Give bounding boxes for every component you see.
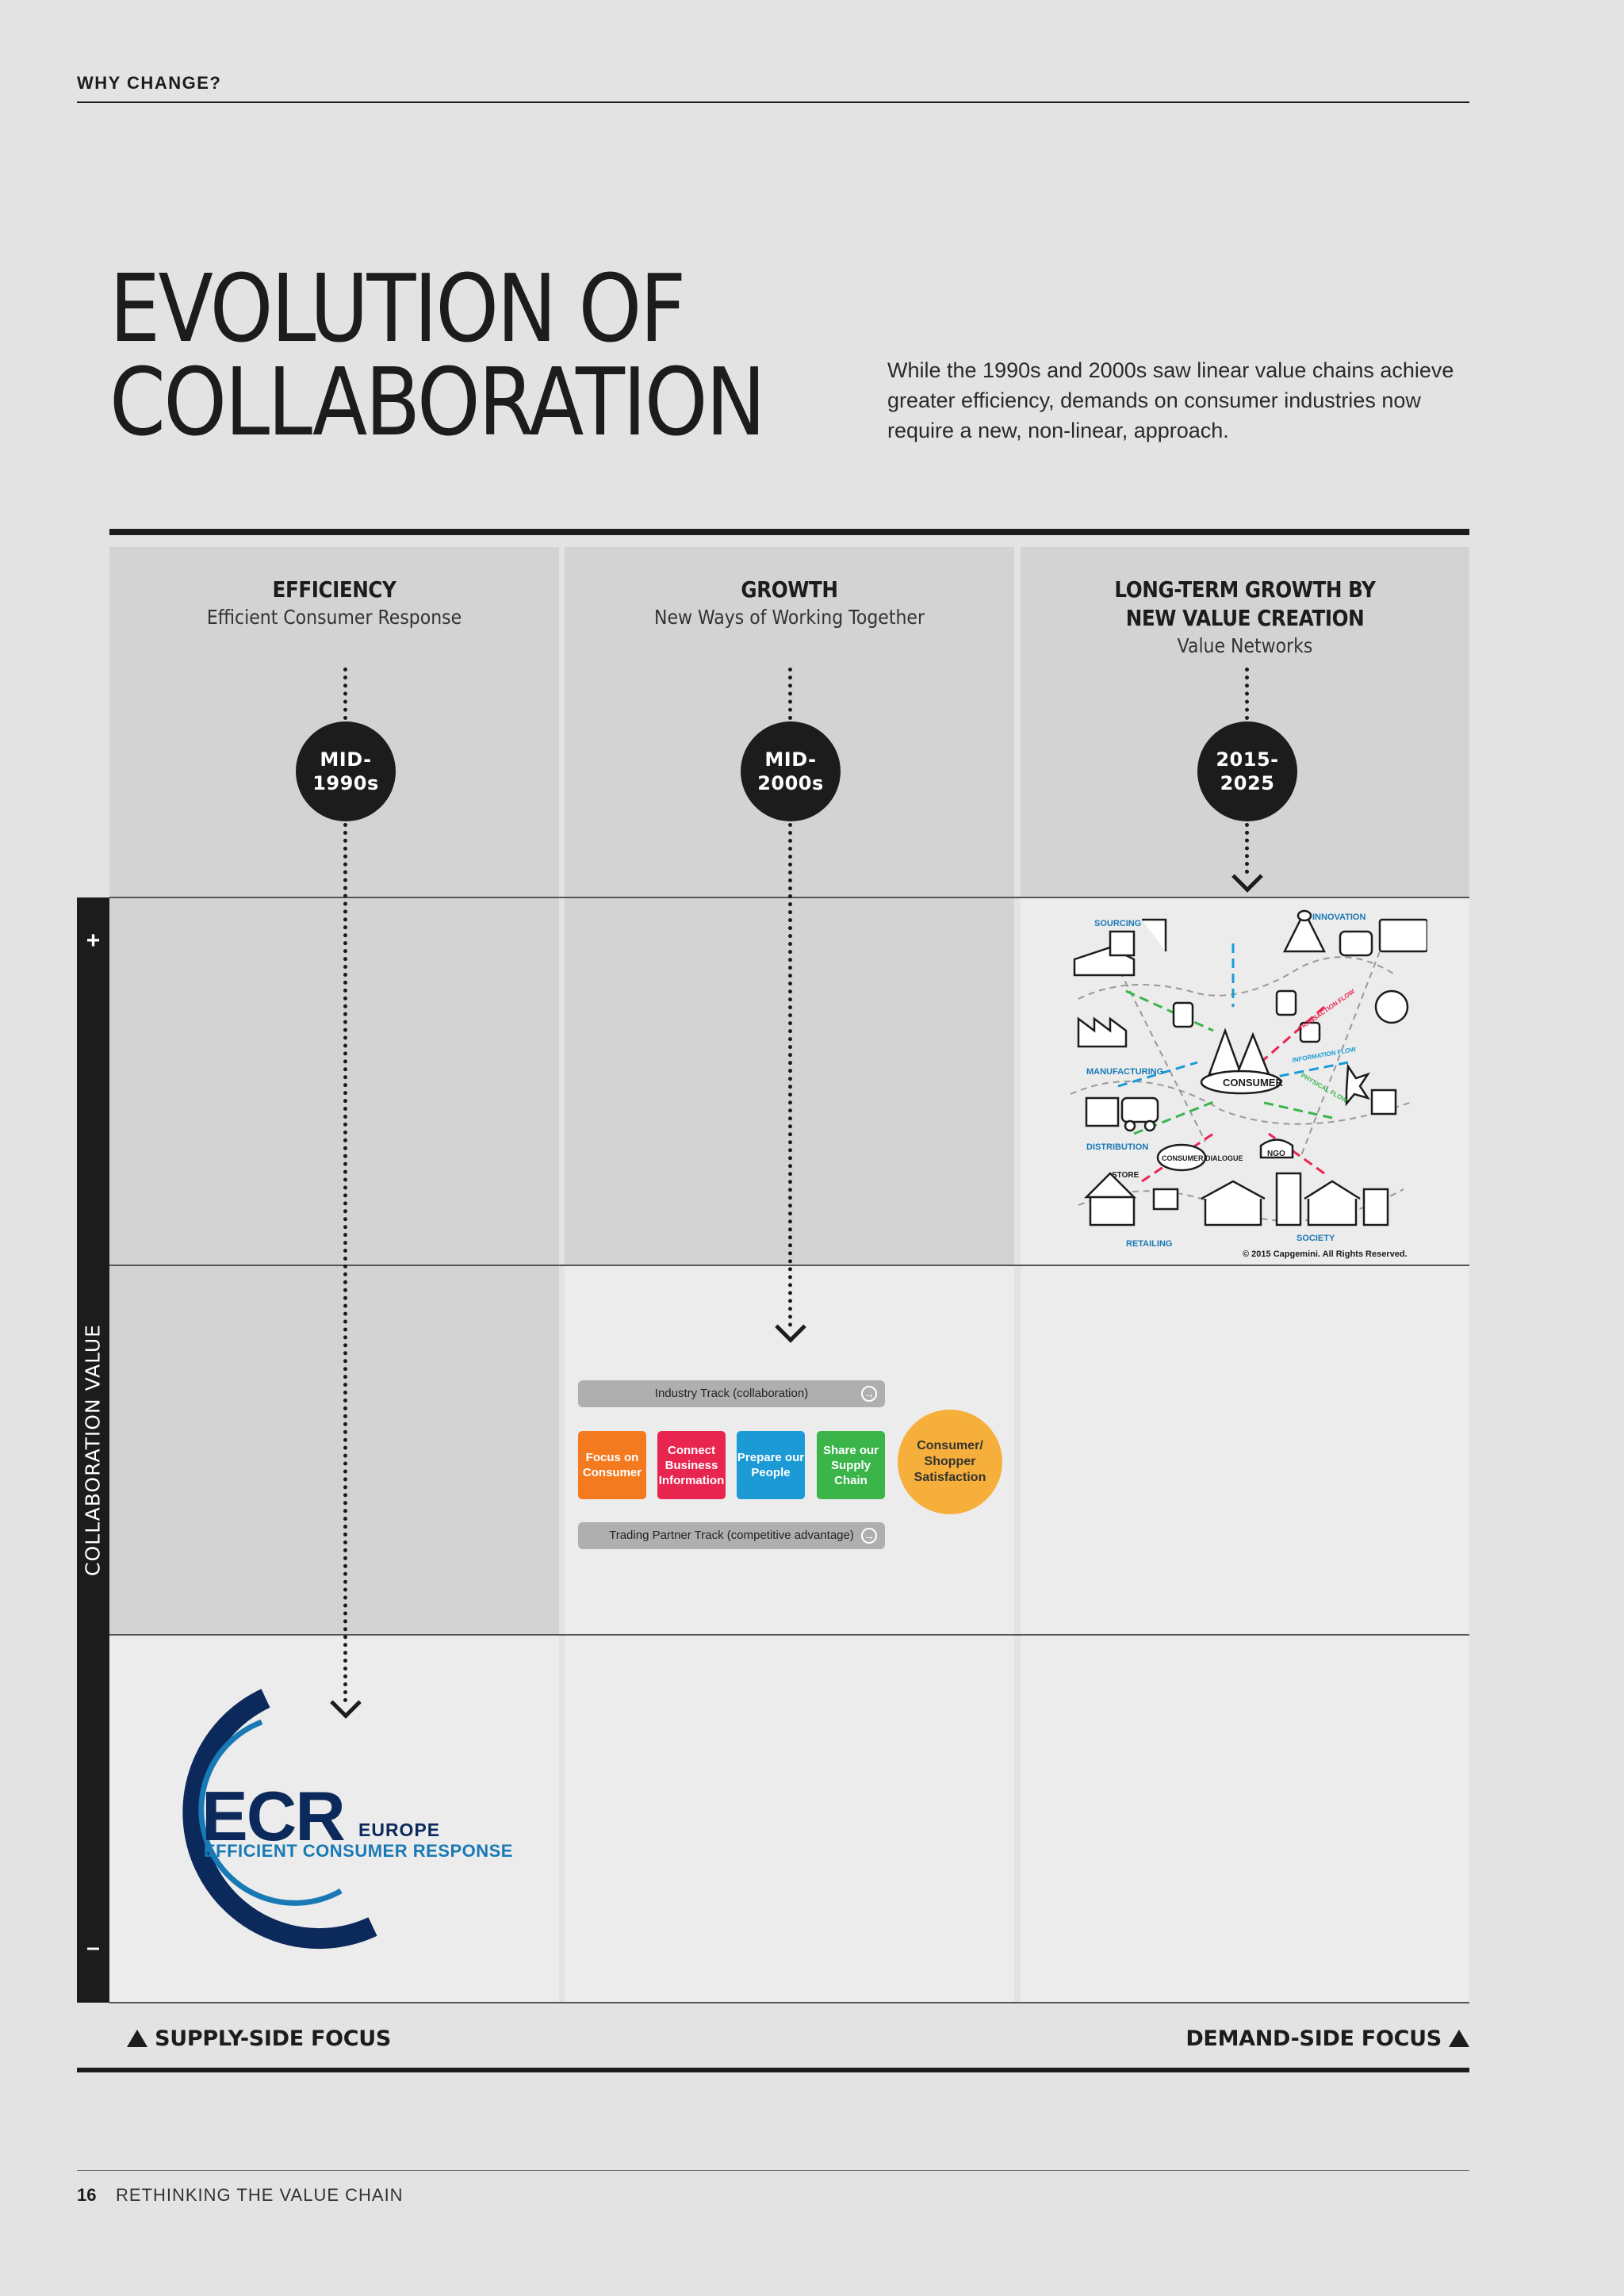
era-text-line-2: 2000s <box>757 772 824 794</box>
page-title: EVOLUTION OF COLLABORATION <box>109 254 766 457</box>
trading-track-label: Trading Partner Track (competitive advan… <box>609 1529 854 1542</box>
label-transaction-flow: TRANSACTION FLOW <box>1297 988 1356 1032</box>
label-sourcing: SOURCING <box>1094 919 1141 928</box>
era-circle-2000s: MID- 2000s <box>741 721 841 821</box>
row-divider-4 <box>109 2002 1469 2003</box>
section-label: WHY CHANGE? <box>77 73 222 93</box>
label-society: SOCIETY <box>1297 1234 1335 1243</box>
title-line-1: EVOLUTION OF <box>109 254 686 363</box>
label-physical-flow: PHYSICAL FLOW <box>1300 1072 1349 1104</box>
label-manufacturing: MANUFACTURING <box>1086 1067 1163 1077</box>
era-circle-2015: 2015- 2025 <box>1197 721 1297 821</box>
industry-track-label: Industry Track (collaboration) <box>654 1387 809 1400</box>
footer-rule <box>77 2170 1469 2171</box>
value-network-illustration: SOURCING INNOVATION MANUFACTURING DISTRI… <box>1070 909 1427 1259</box>
timeline-dots <box>788 823 793 1327</box>
label-consumer: CONSUMER <box>1223 1077 1283 1089</box>
column-heading-efficiency: EFFICIENCY Efficient Consumer Response <box>109 576 559 631</box>
timeline-dots <box>1245 668 1250 720</box>
label-ngo: NGO <box>1267 1150 1285 1158</box>
page-number: 16 <box>77 2185 97 2205</box>
axis-minus: – <box>86 1934 100 1961</box>
triangle-up-icon <box>1449 2029 1469 2047</box>
heading-text-line-2: NEW VALUE CREATION <box>1125 605 1365 631</box>
box-share-supply-chain: Share our Supply Chain <box>817 1431 885 1499</box>
supply-side-focus: SUPPLY-SIDE FOCUS <box>127 2026 391 2051</box>
arrow-right-icon: → <box>861 1528 877 1544</box>
arrow-right-icon: → <box>861 1386 877 1402</box>
timeline-dots <box>788 668 793 720</box>
label-information-flow: INFORMATION FLOW <box>1292 1046 1357 1064</box>
intro-paragraph: While the 1990s and 2000s saw linear val… <box>887 358 1454 442</box>
publication-title: RETHINKING THE VALUE CHAIN <box>116 2185 404 2205</box>
box-connect-business: Connect Business Information <box>657 1431 726 1499</box>
triangle-up-icon <box>127 2029 147 2047</box>
industry-track-bar: Industry Track (collaboration) → <box>578 1380 885 1407</box>
grid-bottom-rule <box>77 2068 1469 2072</box>
subheading-text: New Ways of Working Together <box>653 606 925 629</box>
ecr-logo-tagline: EFFICIENT CONSUMER RESPONSE <box>204 1841 513 1861</box>
heading-text-line-1: LONG-TERM GROWTH BY <box>1114 576 1376 603</box>
title-line-2: COLLABORATION <box>109 347 766 457</box>
timeline-dots <box>343 823 348 1703</box>
ecr-logo-ring <box>182 1689 377 1950</box>
consumer-satisfaction-circle: Consumer/ Shopper Satisfaction <box>898 1410 1002 1514</box>
column-heading-growth: GROWTH New Ways of Working Together <box>565 576 1014 631</box>
timeline-dots <box>343 668 348 720</box>
grid-top-rule <box>109 529 1469 535</box>
timeline-dots <box>1245 823 1250 874</box>
label-store: STORE <box>1112 1171 1139 1180</box>
demand-side-label: DEMAND-SIDE FOCUS <box>1185 2026 1442 2051</box>
label-consumer-dialogue: CONSUMER DIALOGUE <box>1162 1154 1243 1162</box>
ecr-logo-region: EUROPE <box>358 1820 441 1840</box>
subheading-text: Value Networks <box>1177 634 1313 657</box>
axis-label: COLLABORATION VALUE <box>81 1324 105 1576</box>
era-text-line-1: MID- <box>764 748 817 771</box>
box-focus-consumer: Focus on Consumer <box>578 1431 646 1499</box>
heading-text: EFFICIENCY <box>272 576 396 603</box>
copyright: © 2015 Capgemini. All Rights Reserved. <box>1243 1249 1408 1259</box>
label-innovation: INNOVATION <box>1312 913 1365 922</box>
trading-partner-track-bar: Trading Partner Track (competitive advan… <box>578 1522 885 1549</box>
era-text-line-2: 2025 <box>1220 772 1275 794</box>
label-distribution: DISTRIBUTION <box>1086 1142 1148 1152</box>
box-prepare-people: Prepare our People <box>737 1431 805 1499</box>
era-circle-1990s: MID- 1990s <box>296 721 396 821</box>
subheading-text: Efficient Consumer Response <box>206 606 462 629</box>
column-heading-value: LONG-TERM GROWTH BY NEW VALUE CREATION V… <box>1021 576 1469 660</box>
heading-text: GROWTH <box>741 576 838 603</box>
era-text-line-1: 2015- <box>1216 748 1279 771</box>
era-text-line-1: MID- <box>320 748 372 771</box>
row-divider-3 <box>109 1634 1469 1636</box>
demand-side-focus: DEMAND-SIDE FOCUS <box>1185 2026 1469 2051</box>
label-retailing: RETAILING <box>1126 1239 1172 1249</box>
col-efficiency-top <box>109 547 559 1635</box>
era-text-line-2: 1990s <box>312 772 379 794</box>
ecr-logo-wordmark: ECR <box>201 1777 346 1855</box>
collaboration-value-axis: + COLLABORATION VALUE – <box>77 897 109 2003</box>
axis-plus: + <box>86 928 101 954</box>
header-rule <box>77 101 1469 103</box>
supply-side-label: SUPPLY-SIDE FOCUS <box>155 2026 392 2051</box>
